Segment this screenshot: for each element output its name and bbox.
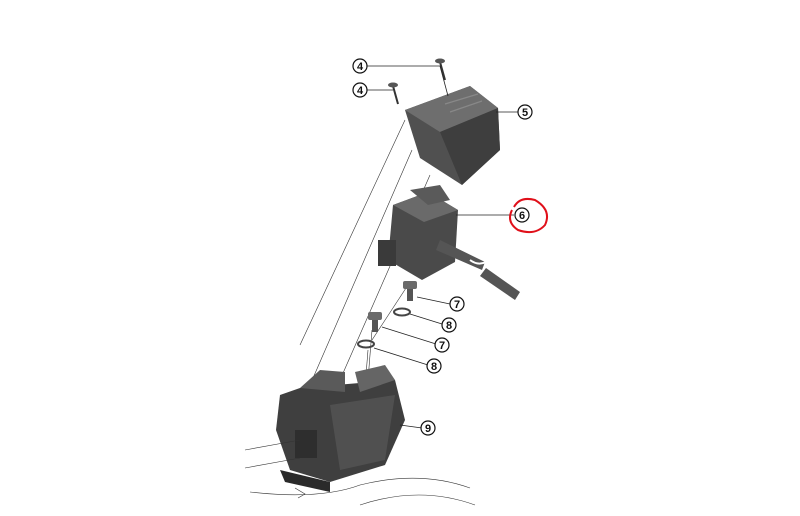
callout-4-upper: 4 [352,58,368,74]
cover-part-5 [405,86,500,185]
callout-9: 9 [420,420,436,436]
svg-text:9: 9 [425,423,431,435]
svg-text:6: 6 [519,210,525,222]
base-bracket-part-9 [276,365,405,492]
svg-text:7: 7 [454,299,460,311]
red-highlight-circle [509,197,548,234]
bolt-part-7-upper [403,281,417,301]
washer-part-8-upper [393,307,411,317]
bolt-part-7-lower [368,312,382,332]
screw-part-4-upper [435,58,446,81]
callout-5: 5 [517,104,533,120]
svg-text:4: 4 [357,61,364,73]
screw-part-4-lower [388,82,399,105]
handlebar-outline [244,439,476,506]
callout-4-lower: 4 [352,82,368,98]
svg-text:5: 5 [522,107,528,119]
callout-7-lower: 7 [434,337,450,353]
callout-8-lower: 8 [426,358,442,374]
washer-part-8-lower [357,339,375,349]
svg-text:8: 8 [431,361,437,373]
leader-lines [366,65,518,429]
callout-6: 6 [514,207,530,223]
shifter-unit-part-6 [378,185,520,300]
svg-text:8: 8 [446,320,452,332]
svg-text:4: 4 [357,85,364,97]
callout-8-upper: 8 [441,317,457,333]
callout-7-upper: 7 [449,296,465,312]
svg-text:7: 7 [439,340,445,352]
